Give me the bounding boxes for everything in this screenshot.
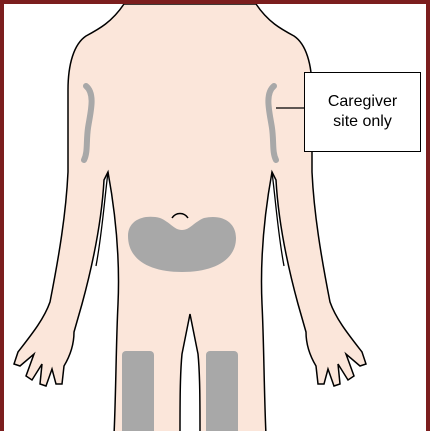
callout-label: Caregiver site only	[328, 92, 397, 132]
injection-site-thigh-left	[122, 351, 154, 431]
body-diagram	[4, 4, 426, 431]
injection-site-thigh-right	[206, 351, 238, 431]
body-silhouette	[14, 4, 366, 431]
caregiver-site-callout: Caregiver site only	[304, 72, 421, 152]
